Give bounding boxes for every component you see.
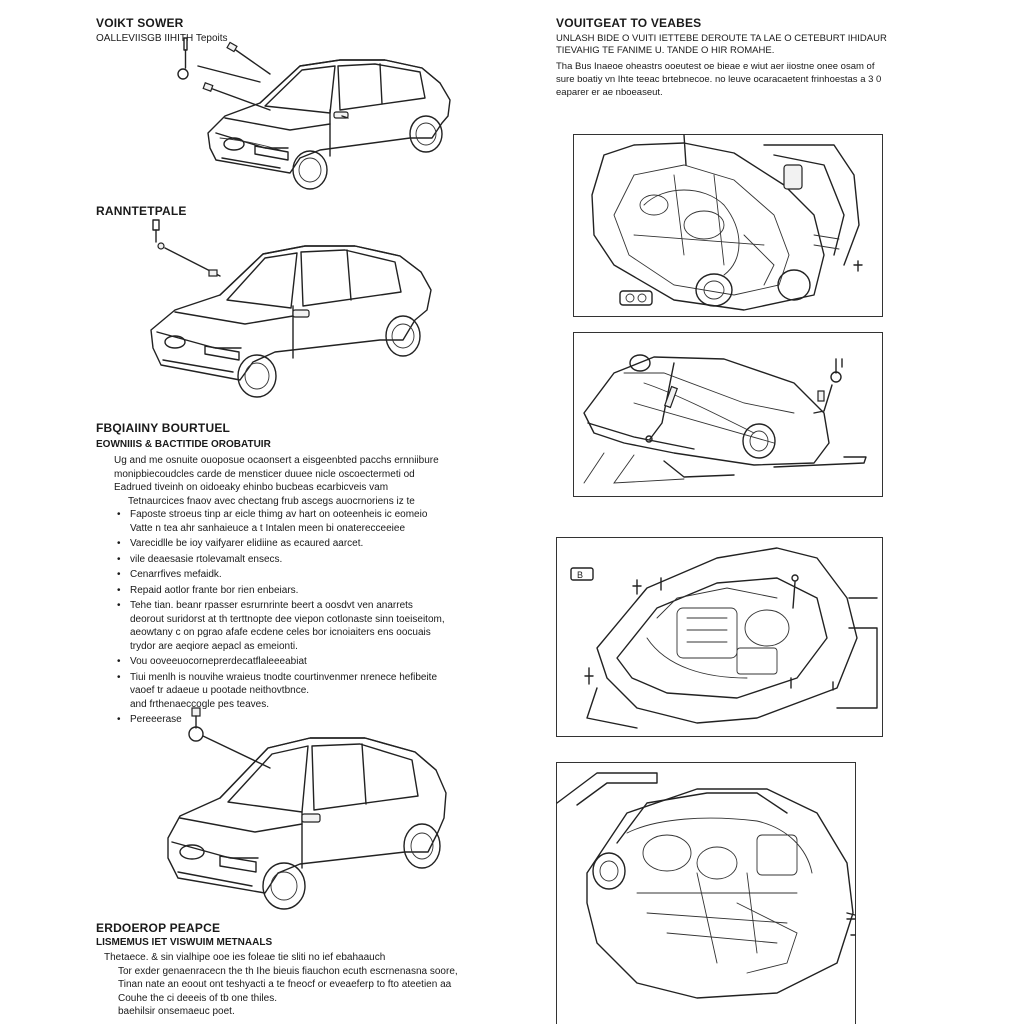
text-line: TIEVAHIG TE FANIME U. TANDE O HIR ROMAHE… (556, 45, 775, 56)
text-line: deorout suridorst at th terttnopte dee v… (130, 613, 445, 625)
callout-pins (188, 707, 271, 769)
section-title: ERDOEROP PEAPCE (96, 921, 221, 935)
list-item: Pereeerase (114, 713, 445, 727)
list-item: Faposte stroeus tinp ar eicle thimg av h… (114, 508, 445, 535)
list-item: Cenarrfives mefaidk. (114, 568, 445, 582)
car-illustration-middle (150, 219, 432, 398)
side-section-diagram (583, 354, 867, 484)
intro-paragraph: Ug and me osnuite ouoposue ocaonsert a e… (114, 454, 439, 508)
list-item: Tehe tian. beanr rpasser esrurnrinte bee… (114, 599, 445, 653)
text-line: UNLASH BIDE O VUITI IETTEBE DEROUTE TA L… (556, 33, 887, 44)
list-item: Repaid aotlor frante bor rien enbeiars. (114, 584, 445, 598)
list-item: vile deaesasie rtolevamalt ensecs. (114, 553, 445, 567)
text-line: Couhe the ci deeeis of tb one thiles. (118, 992, 277, 1004)
text-line: Varecidlle be ioy vaifyarer elidiine as … (130, 538, 364, 549)
text-line: trydor are aeqiore aepacl as emeionti. (130, 640, 298, 652)
section-title: VOIKT SOWER (96, 16, 184, 30)
text-line: Ug and me osnuite ouoposue ocaonsert a e… (114, 455, 439, 466)
text-line: Vou ooveeuocorneprerdecatflaleeeabiat (130, 656, 307, 667)
chassis-cutaway-diagram (556, 772, 856, 999)
diagram-panel-4 (556, 762, 856, 1024)
section-subtitle: EOWNIIIS & BACTITIDE OROBATUIR (96, 439, 271, 450)
car-illustration-bottom (167, 707, 447, 910)
text-line: Pereeerase (130, 714, 182, 725)
section-subtitle: LISMEMUS IET VISWUIM METNAALS (96, 937, 273, 948)
section-title: FBQIAIINY BOURTUEL (96, 421, 231, 435)
list-item: Varecidlle be ioy vaifyarer elidiine as … (114, 537, 445, 551)
text-line: Tha Bus Inaeoe oheastrs ooeutest oe biea… (556, 61, 875, 72)
car-illustration-top (177, 37, 451, 190)
text-line: baehilsir onsemaeuc poet. (118, 1006, 235, 1017)
engine-bay-diagram: B (570, 547, 878, 729)
text-line: and frthenaeccogle pes teaves. (130, 698, 269, 710)
list-item: Tiui menlh is nouvihe wraieus tnodte cou… (114, 671, 445, 712)
text-line: vaoef tr adaeue u pootade neithovtbnce. (130, 685, 310, 696)
text-line: monipbiecoudcles carde de mensticer duue… (114, 468, 415, 480)
text-line: aeowtany c on pgrao afafe ecdene celes b… (130, 627, 431, 638)
section-title: VOUITGEAT TO VEABES (556, 16, 702, 30)
text-line: Repaid aotlor frante bor rien enbeiars. (130, 584, 299, 596)
callout-pins (152, 219, 221, 277)
text-line: Tinan nate an eoout ont teshyacti a te f… (118, 979, 452, 990)
panel-label: B (577, 570, 583, 580)
section-title: RANNTETPALE (96, 204, 187, 218)
text-line: Eadrued tiveinh on oidoeaky ehinbo bucbe… (114, 482, 389, 493)
text-line: Tiui menlh is nouvihe wraieus tnodte cou… (130, 671, 438, 683)
text-line: Tor exder genaenracecn the th Ihe bieuis… (118, 965, 458, 977)
text-line: sure boatiy vn Ihte teeac brtebnecoe. no… (556, 74, 882, 85)
diagram-panel-2 (573, 332, 883, 497)
diagram-panel-1 (573, 134, 883, 317)
section-subtitle: OALLEVIISGB IIHITH Tepoits (96, 33, 228, 44)
header-lines: UNLASH BIDE O VUITI IETTEBE DEROUTE TA L… (556, 33, 887, 57)
cutaway-car-diagram (591, 134, 863, 311)
callout-pins (177, 37, 271, 111)
closing-paragraph: Thetaece. & sin vialhipe ooe ies foleae … (104, 951, 458, 1019)
text-line: Tetnaurcices fnaov avec chectang frub as… (128, 495, 415, 507)
text-line: Tehe tian. beanr rpasser esrurnrinte bee… (130, 600, 413, 611)
text-line: eaparer er ae nboeaseut. (556, 87, 663, 98)
text-line: Cenarrfives mefaidk. (130, 569, 222, 580)
bullet-list: Faposte stroeus tinp ar eicle thimg av h… (114, 508, 445, 727)
text-line: Vatte n tea ahr sanhaieuce a t Intalen m… (130, 522, 406, 534)
text-line: Faposte stroeus tinp ar eicle thimg av h… (130, 509, 428, 520)
text-line: Thetaece. & sin vialhipe ooe ies foleae … (104, 952, 386, 963)
text-line: vile deaesasie rtolevamalt ensecs. (130, 553, 283, 565)
right-paragraph: Tha Bus Inaeoe oheastrs ooeutest oe biea… (556, 60, 881, 99)
diagram-panel-3: B (556, 537, 883, 737)
list-item: Vou ooveeuocorneprerdecatflaleeeabiat (114, 655, 445, 669)
